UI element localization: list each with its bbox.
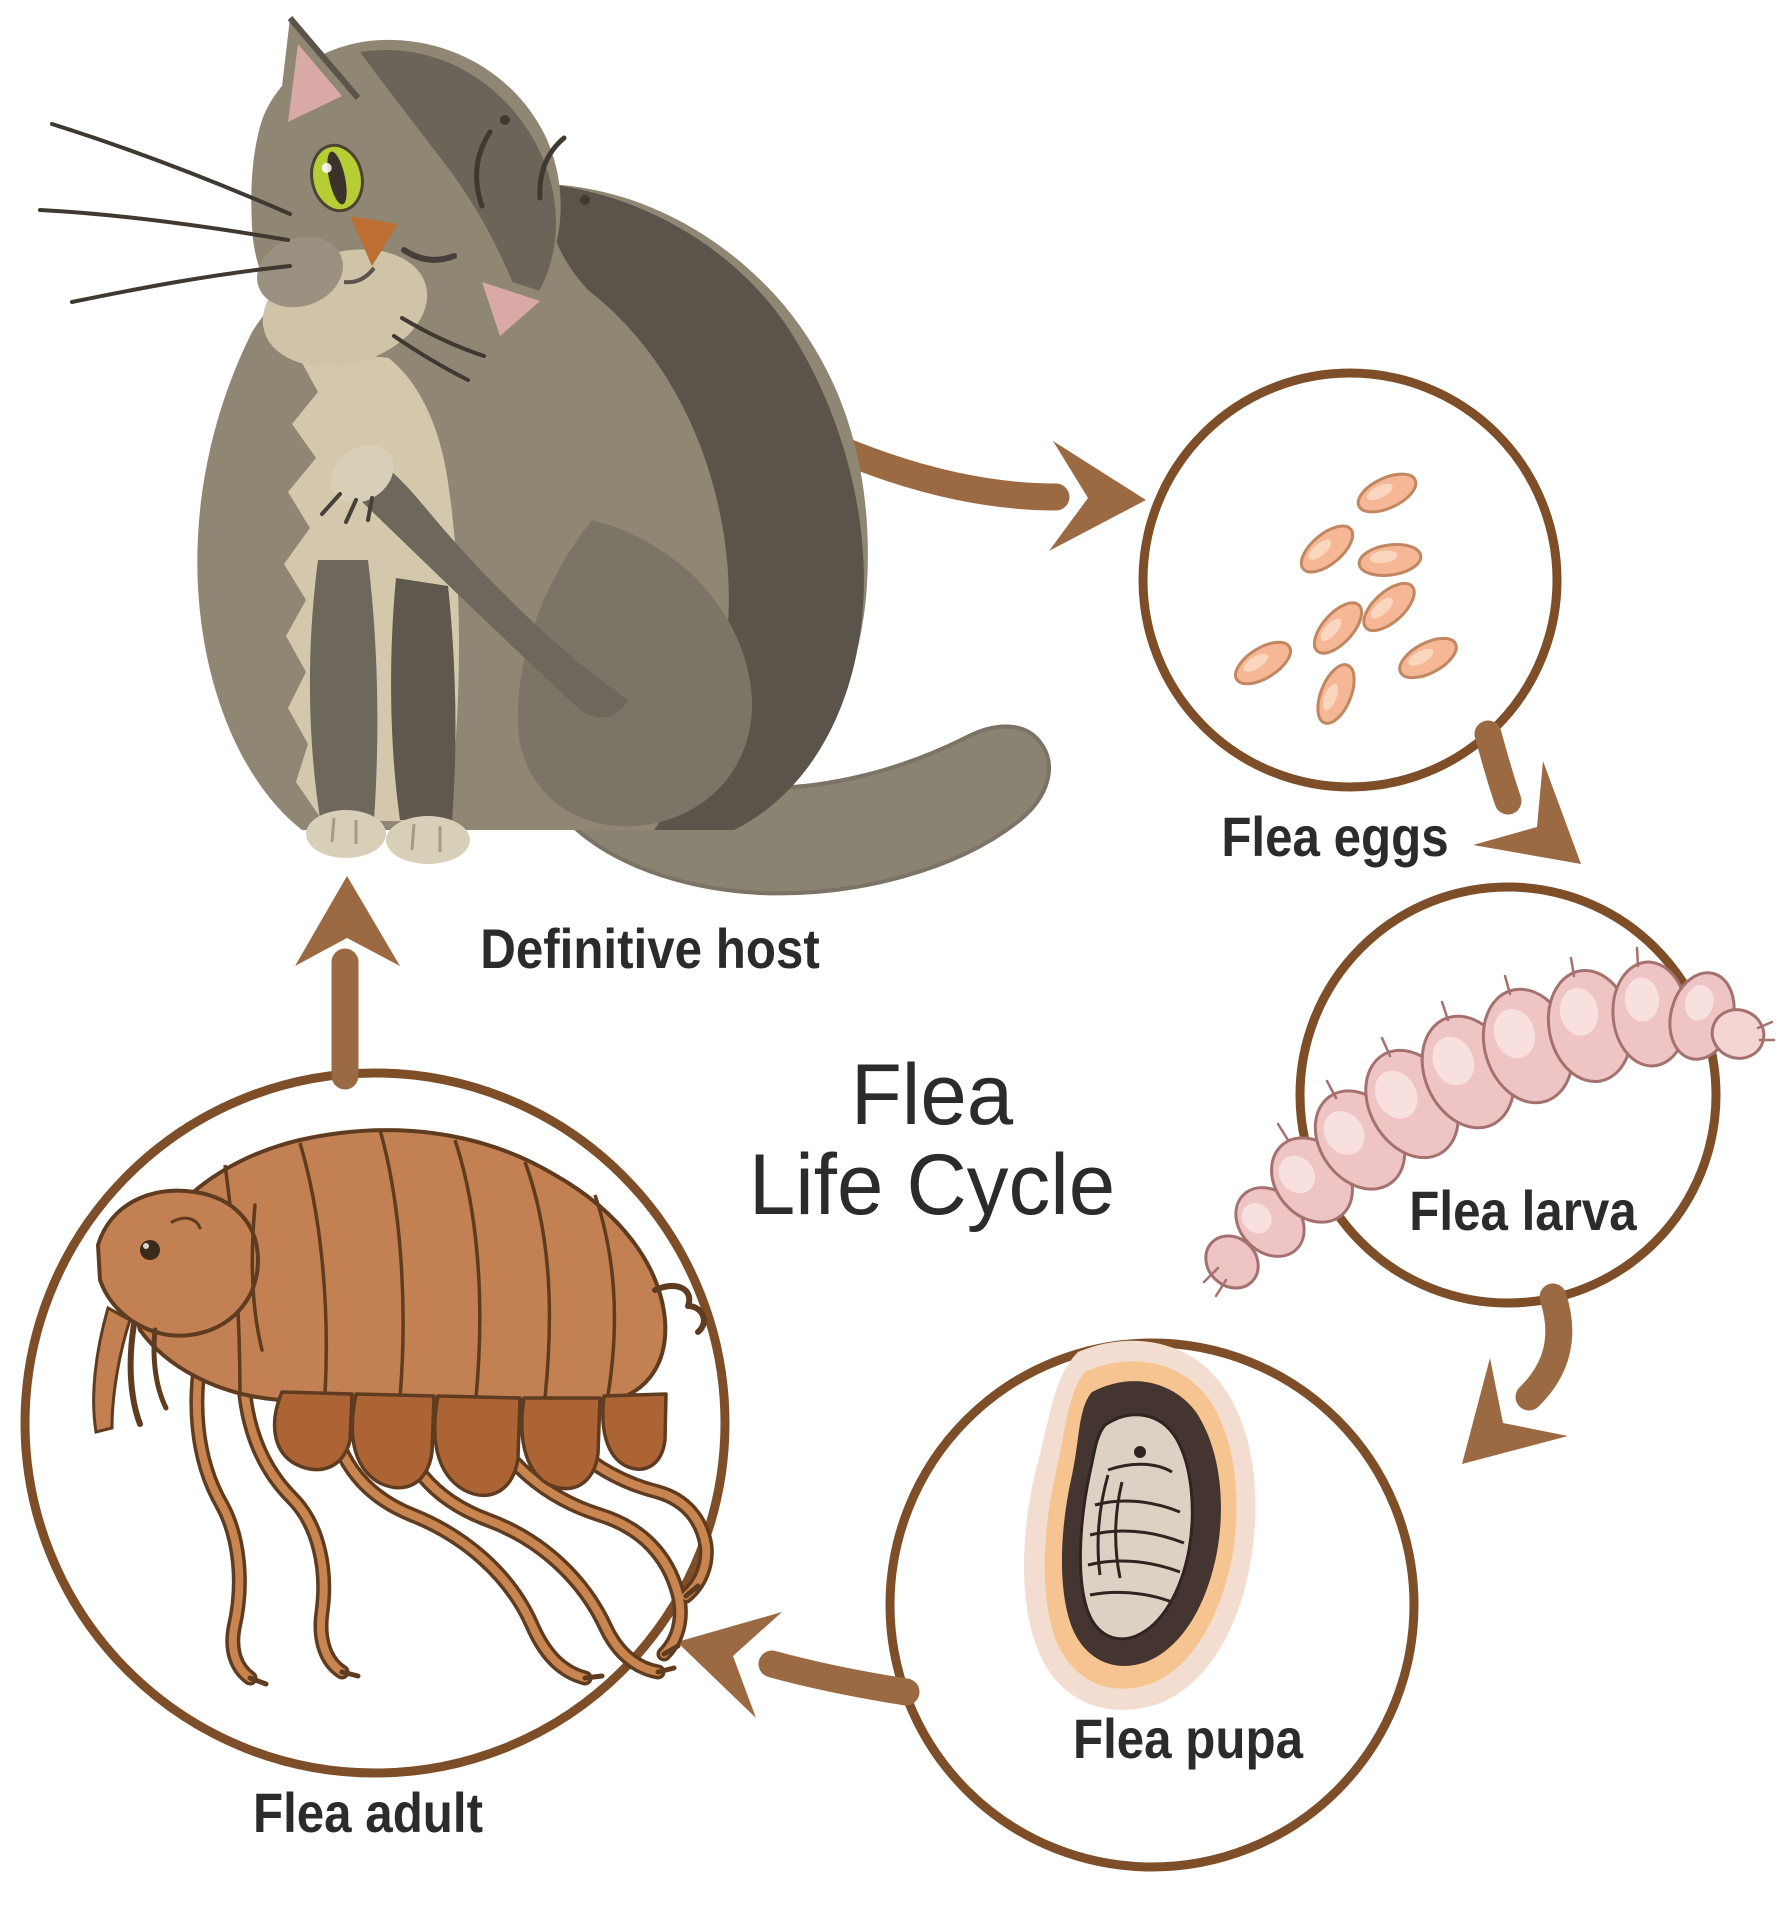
flea-pupa-illustration (1024, 1340, 1256, 1710)
flea-head (95, 1188, 261, 1338)
flea-mouthpart (151, 1327, 169, 1411)
larva-bristles (1202, 946, 1776, 1298)
arrow-host-to-eggs-icon (814, 430, 1146, 551)
cat-nose (350, 216, 398, 266)
cat-toe-lines (330, 817, 442, 852)
flea-mouthpart (127, 1321, 143, 1427)
cat-whiskers (38, 122, 486, 382)
flea-eye (140, 1240, 160, 1260)
adult-flea-illustration (92, 1128, 714, 1687)
title-line-1: Flea (850, 1047, 1014, 1143)
title-line-2: Life Cycle (748, 1137, 1116, 1233)
flea-legs (192, 1331, 711, 1682)
flea-belly-plates (272, 1390, 668, 1498)
flea-eggs-illustration (1234, 472, 1458, 725)
cat-back-shading (547, 184, 864, 830)
pupa-segment-lines (1087, 1462, 1185, 1604)
cat-eye (310, 143, 364, 213)
flea-feet (247, 1583, 701, 1687)
flea-tail-hook (652, 1283, 707, 1335)
cat-paw (306, 810, 386, 858)
cat-hind-thigh (517, 520, 753, 827)
flea-segment-lines (223, 1129, 617, 1399)
arrow-eggs-to-larva-icon (1473, 720, 1581, 864)
cat-winking-eye (401, 247, 457, 263)
cat-front-leg (309, 560, 378, 820)
flea-larva-illustration (1202, 946, 1776, 1298)
label-flea-pupa: Flea pupa (1072, 1707, 1304, 1770)
label-flea-adult: Flea adult (252, 1781, 484, 1844)
cat-front-leg (391, 578, 456, 822)
pupa-eye (1134, 1446, 1146, 1458)
cat-ear-edge (287, 16, 361, 100)
cat-hind-paw (330, 445, 394, 503)
cat-mouth (343, 266, 376, 285)
flea-body (128, 1128, 668, 1402)
cat-paw (386, 816, 470, 864)
cat-claw-lines (320, 492, 374, 524)
flea-mouthparts (92, 1305, 132, 1434)
cat-cheek (257, 236, 343, 308)
cat-illustration (38, 16, 1051, 896)
cat-ear-inner (482, 282, 540, 336)
arrow-pupa-to-adult-icon (677, 1612, 920, 1718)
diagram-title: Flea Life Cycle (641, 1050, 1223, 1230)
label-definitive-host: Definitive host (480, 917, 820, 980)
scratch-motion-lines-icon (474, 115, 590, 209)
label-flea-larva: Flea larva (1409, 1179, 1637, 1242)
flea-eye-glint (143, 1243, 149, 1249)
arrow-larva-to-pupa-icon (1462, 1283, 1573, 1464)
label-flea-eggs: Flea eggs (1221, 805, 1449, 868)
flea-antenna (170, 1216, 202, 1230)
cat-ear-inner (288, 44, 342, 122)
arrow-adult-to-host-icon (295, 876, 400, 1090)
flea-neck-line (250, 1203, 264, 1352)
cat-hind-leg-scratching (356, 458, 628, 718)
cycle-arrows (295, 430, 1581, 1718)
